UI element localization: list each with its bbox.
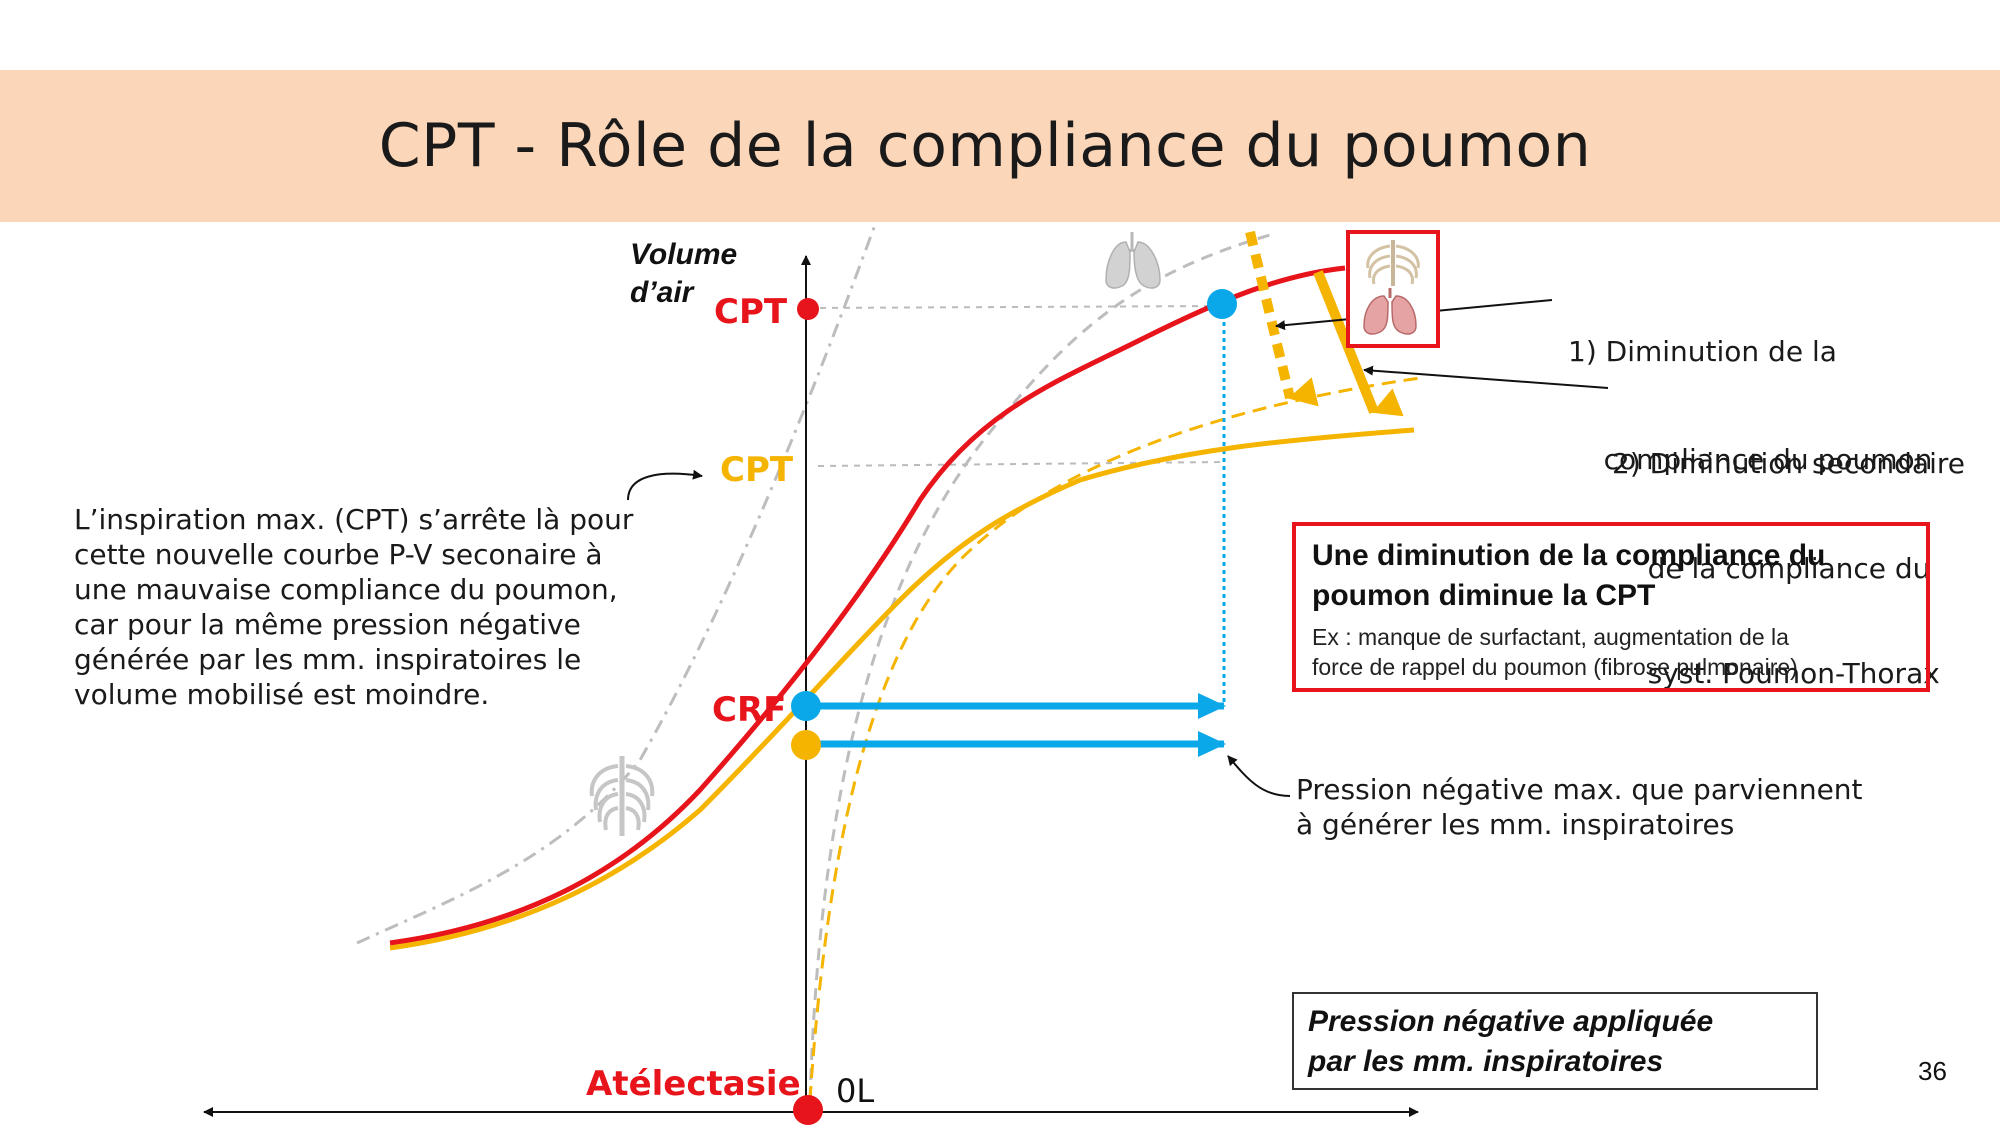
diminution-2-line: syst. Poumon-Thorax	[1612, 657, 1940, 690]
cpt-normal-label: CPT	[714, 292, 788, 332]
left-note-line: une mauvaise compliance du poumon,	[74, 573, 618, 606]
y-axis-label-line1: Volume	[630, 238, 738, 271]
conclusion-example-line: Ex : manque de surfactant, augmentation …	[1312, 624, 1789, 650]
diminution-1-line: 1) Diminution de la	[1568, 335, 1837, 368]
left-note-line: générée par les mm. inspiratoires le	[74, 643, 582, 676]
cpt-reduced-guide	[817, 461, 1223, 467]
x-axis-label-line: Pression négative appliquée	[1308, 1005, 1714, 1038]
lungs-icon	[1105, 232, 1161, 289]
x-axis-label-line: par les mm. inspiratoires	[1308, 1045, 1664, 1078]
left-note: L’inspiration max. (CPT) s’arrête là pou…	[74, 502, 674, 712]
cpt-normal-point	[797, 298, 819, 320]
x-axis-label-box: Pression négative appliquée par les mm. …	[1292, 992, 1818, 1090]
left-note-line: volume mobilisé est moindre.	[74, 678, 490, 711]
reduced-crf-point	[791, 730, 821, 760]
atelectasie-label: Atélectasie	[586, 1064, 801, 1104]
thorax-reference-curve	[356, 221, 878, 945]
normal-pv-curve	[389, 265, 1346, 946]
crf-label: CRF	[712, 690, 787, 730]
conclusion-example: Ex : manque de surfactant, augmentation …	[1312, 622, 1910, 682]
diminution-2-note: 2) Diminution secondaire de la complianc…	[1612, 376, 1965, 726]
pression-callout	[1227, 755, 1291, 797]
lungs-thorax-icon	[1346, 230, 1440, 348]
atelectasie-point	[793, 1095, 823, 1125]
pression-max-line: à générer les mm. inspiratoires	[1296, 808, 1735, 841]
zero-volume-label: 0L	[836, 1072, 875, 1110]
diminution-2-line: 2) Diminution secondaire	[1612, 447, 1965, 480]
conclusion-example-line: force de rappel du poumon (fibrose pulmo…	[1312, 654, 1798, 680]
crf-point	[791, 691, 821, 721]
diminution-1-note: 1) Diminution de la compliance du poumon	[1568, 262, 1932, 514]
y-axis-label: Volume d’air	[630, 236, 737, 312]
diminution-2-line: de la compliance du	[1612, 552, 1931, 585]
diminution2-callout	[1363, 365, 1609, 389]
cpt-reduced-label: CPT	[720, 450, 794, 490]
lung-shift-arrow	[1245, 230, 1319, 407]
diminution-1-line: compliance du poumon	[1568, 443, 1933, 476]
ribcage-icon	[589, 756, 655, 836]
pression-max-note: Pression négative max. que parviennent à…	[1296, 772, 1863, 842]
lung-reference-curve	[808, 233, 1271, 1101]
conclusion-title-line: poumon diminue la CPT	[1312, 579, 1656, 612]
max-pressure-point	[1207, 289, 1237, 319]
y-axis-label-line2: d’air	[630, 276, 694, 309]
pression-max-line: Pression négative max. que parviennent	[1296, 773, 1863, 806]
header-band	[0, 70, 2000, 222]
left-note-callout	[627, 469, 703, 501]
left-note-line: L’inspiration max. (CPT) s’arrête là pou…	[74, 503, 634, 536]
conclusion-box: Une diminution de la compliance du poumo…	[1292, 522, 1930, 692]
slide-title: CPT - Rôle de la compliance du poumon	[378, 111, 1592, 181]
left-note-line: cette nouvelle courbe P-V seconaire à	[74, 538, 603, 571]
reduced-pv-curve	[389, 427, 1415, 951]
conclusion-title-line: Une diminution de la compliance du	[1312, 539, 1826, 572]
left-note-line: car pour la même pression négative	[74, 608, 581, 641]
cpt-normal-guide	[807, 305, 1223, 309]
page-number: 36	[1918, 1056, 1947, 1086]
